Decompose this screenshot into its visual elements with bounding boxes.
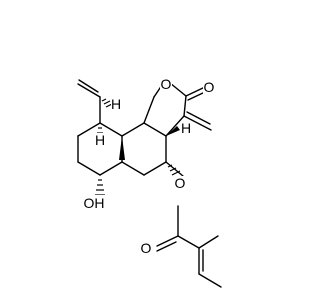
- lactone-h-wedge: [166, 126, 180, 136]
- chemical-structure: O O O O OH H H H: [77, 76, 222, 288]
- hashed-bond-ester-oxygen: [167, 164, 181, 176]
- right-hydrogen-label: H: [181, 120, 191, 136]
- stereo-bonds: [95, 98, 181, 196]
- ester-oxygen-label: O: [175, 175, 186, 191]
- lactone-carbonyl-oxygen-label: O: [204, 79, 215, 95]
- ring-junction-hydrogen-label: H: [95, 132, 105, 148]
- bond-skeleton: [77, 79, 222, 288]
- ring-oxygen-label: O: [161, 76, 172, 92]
- ester-carbonyl-oxygen-label: O: [141, 240, 152, 256]
- methyl-wedge: [119, 136, 125, 160]
- top-left-hydrogen-label: H: [111, 96, 121, 112]
- atom-labels: O O O O OH H H H: [82, 76, 215, 256]
- hydroxyl-label: OH: [84, 195, 105, 211]
- hashed-wedge-hydroxyl: [95, 179, 105, 196]
